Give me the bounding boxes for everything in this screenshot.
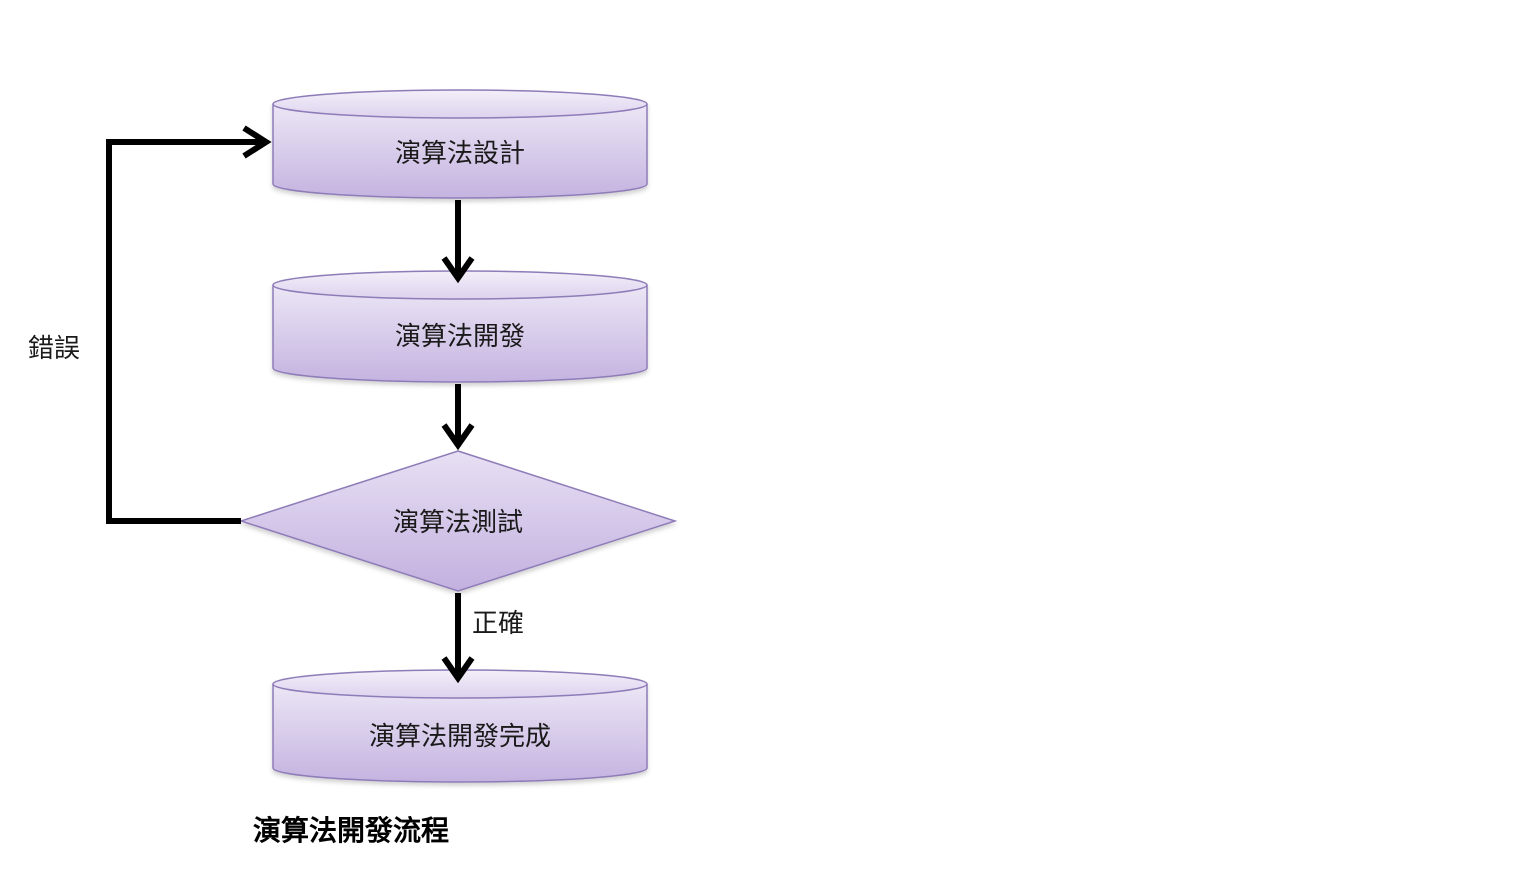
edge-label-correct: 正確 bbox=[472, 609, 524, 639]
edge-develop-to-test bbox=[441, 384, 475, 451]
edge-test-to-complete bbox=[441, 593, 475, 684]
diagram-caption: 演算法開發流程 bbox=[253, 814, 449, 847]
edge-design-to-develop bbox=[441, 200, 475, 284]
edge-label-error: 錯誤 bbox=[28, 334, 80, 364]
node-algorithm-test bbox=[238, 450, 678, 592]
node-algorithm-development bbox=[272, 270, 648, 383]
node-label-test: 演算法測試 bbox=[393, 508, 523, 538]
node-label-develop: 演算法開發 bbox=[395, 322, 525, 352]
edge-test-to-design bbox=[106, 125, 272, 524]
node-label-design: 演算法設計 bbox=[395, 139, 525, 169]
node-algorithm-design bbox=[272, 89, 648, 199]
node-label-complete: 演算法開發完成 bbox=[369, 722, 551, 752]
node-algorithm-complete bbox=[272, 669, 648, 783]
